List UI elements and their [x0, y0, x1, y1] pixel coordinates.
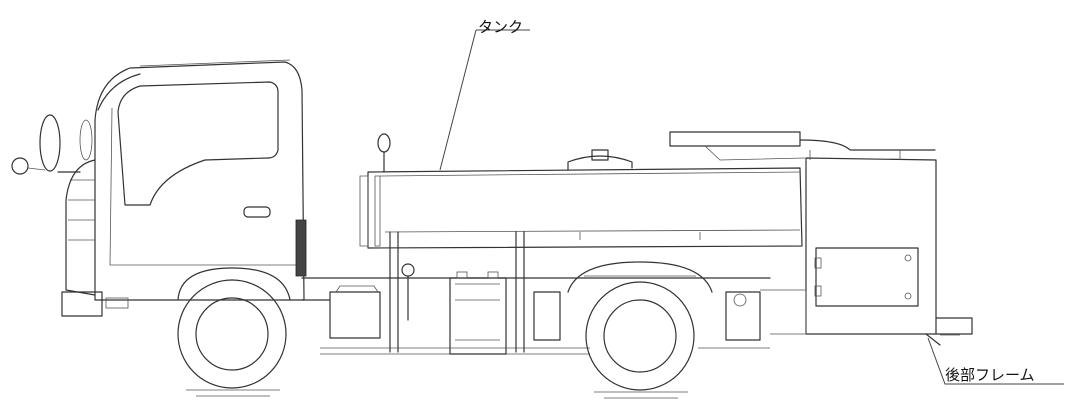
compartment-door: [815, 247, 919, 307]
tank-manhole: [567, 155, 633, 171]
small-mirror: [11, 157, 29, 175]
side-mirror: [39, 114, 61, 172]
front-wheel: [177, 267, 291, 397]
rear-frame-leader-line: [927, 337, 1064, 385]
cab-window: [117, 81, 279, 206]
tank: [359, 133, 803, 249]
valve: [401, 263, 415, 277]
fuel-tank: [449, 277, 507, 355]
side-equipment: [329, 231, 807, 355]
rear-wheel: [567, 261, 713, 399]
tank-leader-line: [439, 29, 530, 171]
rear-frame-label: 後部フレーム: [945, 366, 1035, 384]
door-handle: [243, 206, 271, 218]
truck-cab: [11, 59, 307, 317]
rear-compartment: [669, 131, 973, 346]
tank-label: タンク: [478, 18, 524, 36]
hose-rack: [669, 131, 801, 147]
front-bumper: [61, 291, 103, 317]
battery-box: [329, 291, 381, 339]
chassis-frame: [301, 277, 771, 355]
tank-vent: [377, 133, 391, 153]
